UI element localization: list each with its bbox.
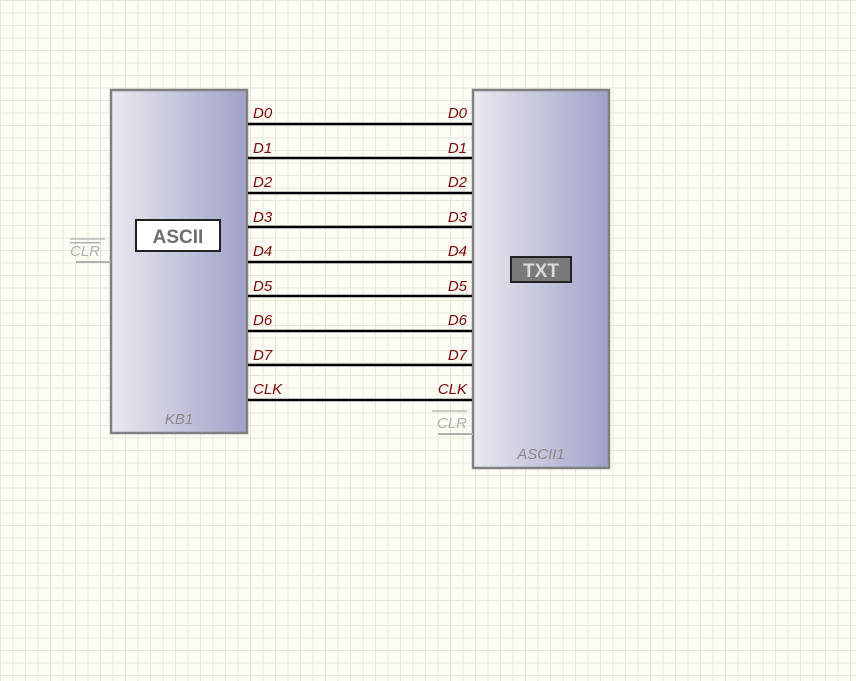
wire-bus[interactable] [248,122,472,402]
ascii1-pin-label-clk: CLK [438,381,468,398]
kb1-clr-pin-label: CLR [70,243,100,260]
kb1-pin-label-d3: D3 [253,209,273,226]
kb1-ascii-badge [135,219,221,252]
kb1-pin-label-d7: D7 [253,347,273,364]
kb1-name-label: KB1 [165,411,193,428]
ascii1-txt-badge-label: TXT [523,261,559,282]
ascii1-pin-label-d4: D4 [448,243,467,260]
ascii1-pin-label-d5: D5 [448,278,468,295]
ascii1-txt-badge [510,256,572,283]
ascii1-pin-label-d7: D7 [448,347,468,364]
kb1-pin-label-clk: CLK [253,381,283,398]
kb1-pin-label-d0: D0 [253,105,273,122]
kb1-ascii-badge-label: ASCII [153,227,204,248]
component-kb1[interactable]: ASCII KB1 CLR D0 D1 D2 D3 D4 D5 D6 D7 CL… [70,88,283,435]
ascii1-clr-pin-label: CLR [437,415,467,432]
ascii1-pin-label-d3: D3 [448,209,468,226]
ascii1-name-label: ASCII1 [516,446,565,463]
kb1-pin-label-d4: D4 [253,243,272,260]
ascii1-pin-label-d6: D6 [448,312,468,329]
kb1-pin-label-d6: D6 [253,312,273,329]
component-ascii1[interactable]: TXT ASCII1 D0 D1 D2 D3 D4 D5 D6 D7 CLK C… [432,88,611,470]
ascii1-pin-label-d1: D1 [448,140,467,157]
kb1-body[interactable] [109,88,249,435]
ascii1-pin-label-d2: D2 [448,174,468,191]
kb1-pin-label-d1: D1 [253,140,272,157]
kb1-pin-label-d5: D5 [253,278,273,295]
kb1-pin-label-d2: D2 [253,174,273,191]
ascii1-pin-label-d0: D0 [448,105,468,122]
